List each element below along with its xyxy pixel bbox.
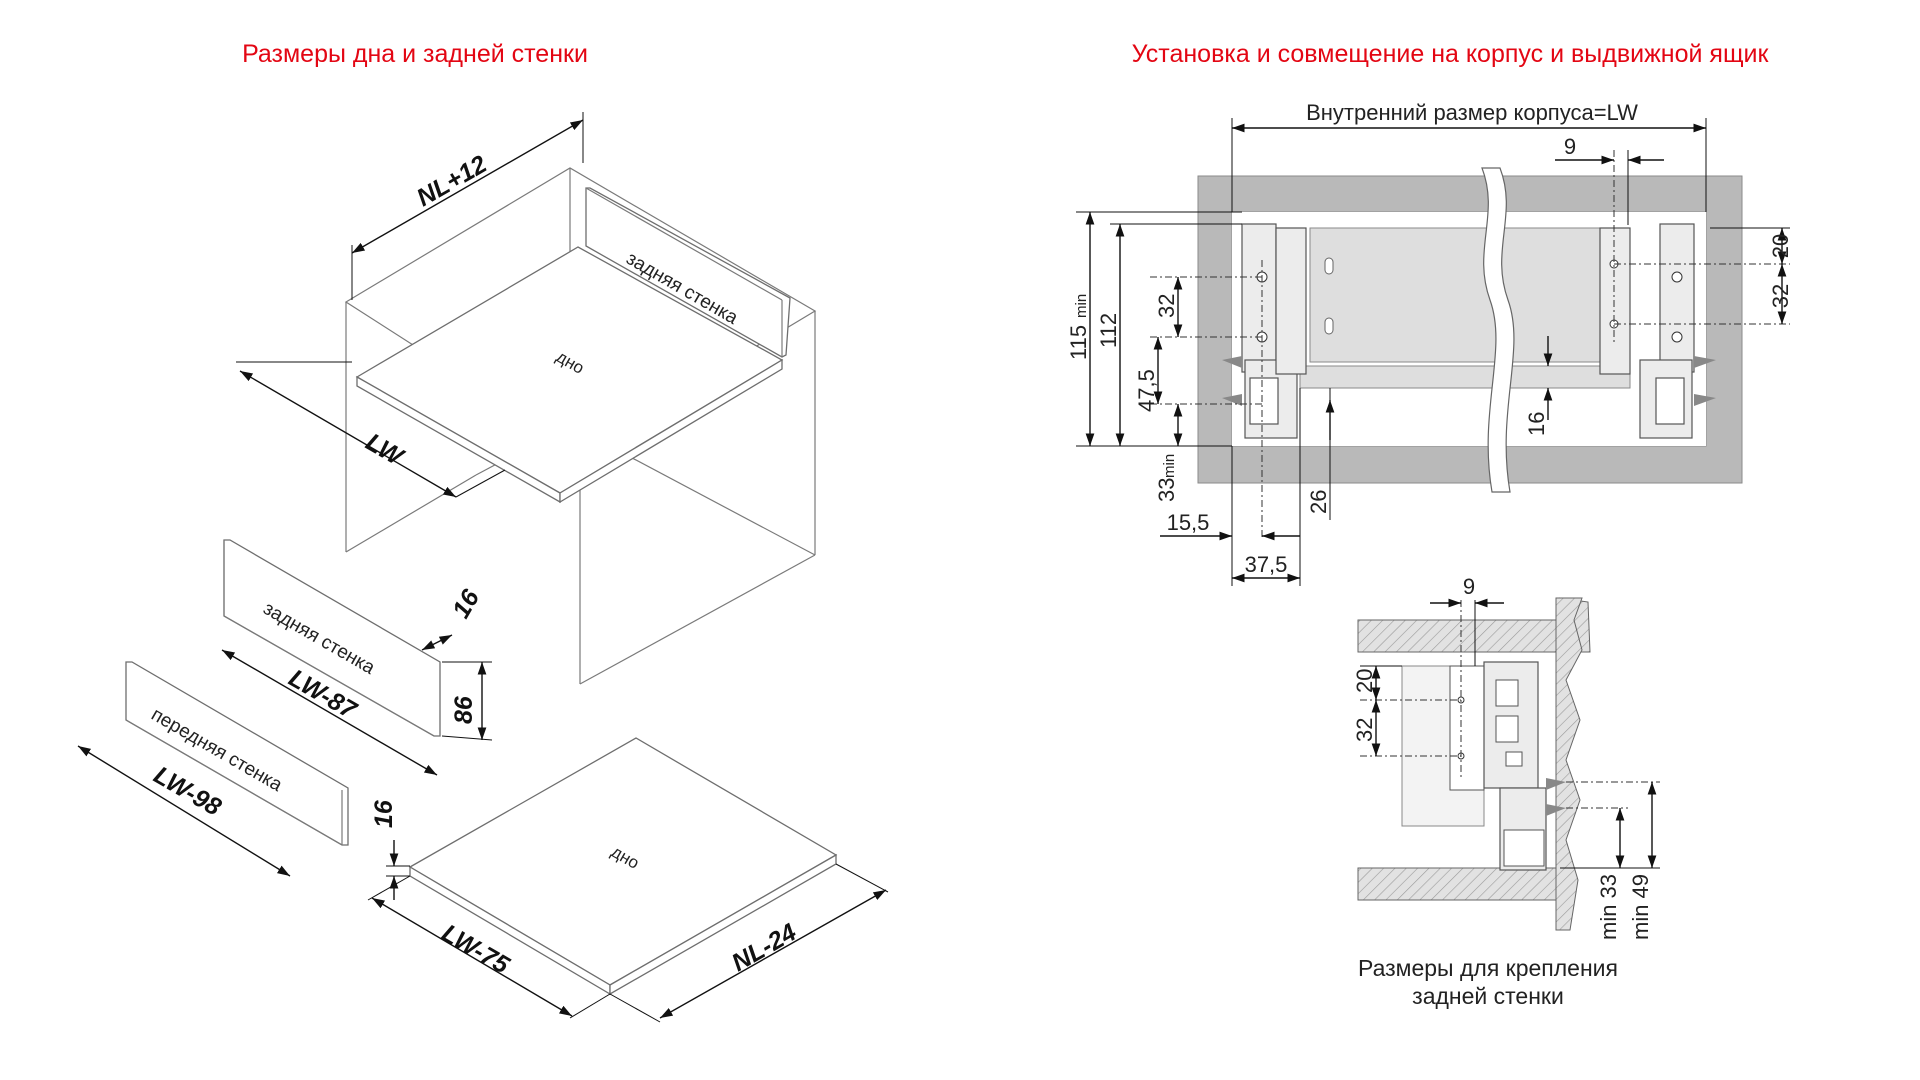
detail-min-33-label: min 33 (1596, 874, 1621, 940)
left-panel: Размеры дна и задней стенки задняя стенк… (77, 40, 889, 1023)
nl-minus-24-label: NL-24 (727, 918, 801, 977)
dim-115-min-suffix: min (1073, 294, 1090, 318)
detail-view-section: 9 20 32 min 33 min 49 Размеры для крепле… (1352, 574, 1660, 1009)
dim-left-32-47-33: 32 47,5 33 min (1134, 276, 1262, 502)
dim-9-top: 9 (1555, 134, 1664, 345)
dim-16-top: 16 (1524, 336, 1553, 436)
height-86-label: 86 (450, 695, 478, 724)
thickness-16b-label: 16 (370, 799, 398, 828)
dim-32-right-label: 32 (1768, 284, 1793, 308)
detail-caption-line2: задней стенки (1412, 983, 1564, 1009)
detail-dim-9-label: 9 (1463, 574, 1475, 599)
inner-size-label: Внутренний размер корпуса=LW (1306, 100, 1638, 125)
right-runner (1599, 223, 1716, 439)
dim-right-20-32: 20 32 (1614, 227, 1793, 325)
bottom-panel: дно 16 LW-75 NL-24 (367, 737, 889, 1023)
dim-bottom-26-15-37: 26 15,5 37,5 (1160, 260, 1335, 586)
thickness-16a-label: 16 (447, 584, 486, 623)
dim-33-label: 33 (1154, 478, 1179, 502)
dim-26-label: 26 (1306, 490, 1331, 514)
detail-dim-20-label: 20 (1352, 669, 1377, 693)
dim-16-top-label: 16 (1524, 412, 1549, 436)
detail-min-49-label: min 49 (1628, 874, 1653, 940)
dim-37-5-label: 37,5 (1245, 552, 1288, 577)
dim-left-115-112: 115 min 112 (1066, 211, 1242, 447)
dim-47-5-label: 47,5 (1134, 369, 1159, 412)
detail-caption-line1: Размеры для крепления (1358, 955, 1618, 981)
left-panel-title: Размеры дна и задней стенки (242, 40, 588, 68)
detail-dim-32-label: 32 (1352, 718, 1377, 742)
right-panel: Установка и совмещение на корпус и выдви… (1066, 40, 1793, 1009)
dim-115-label: 115 (1066, 325, 1091, 360)
dim-112-label: 112 (1096, 313, 1121, 348)
top-view-section: Внутренний размер корпуса=LW 9 20 32 (1066, 98, 1793, 586)
dim-9-top-label: 9 (1564, 134, 1576, 159)
dim-inner-size: Внутренний размер корпуса=LW (1231, 98, 1707, 212)
dim-20-right-label: 20 (1768, 234, 1793, 258)
left-runner (1222, 223, 1334, 439)
dim-15-5-label: 15,5 (1167, 510, 1210, 535)
dim-33-min-suffix: min (1161, 454, 1178, 478)
dim-32-left-label: 32 (1154, 294, 1179, 318)
nl-plus-12-label: NL+12 (412, 150, 492, 212)
right-panel-title: Установка и совмещение на корпус и выдви… (1132, 40, 1770, 68)
